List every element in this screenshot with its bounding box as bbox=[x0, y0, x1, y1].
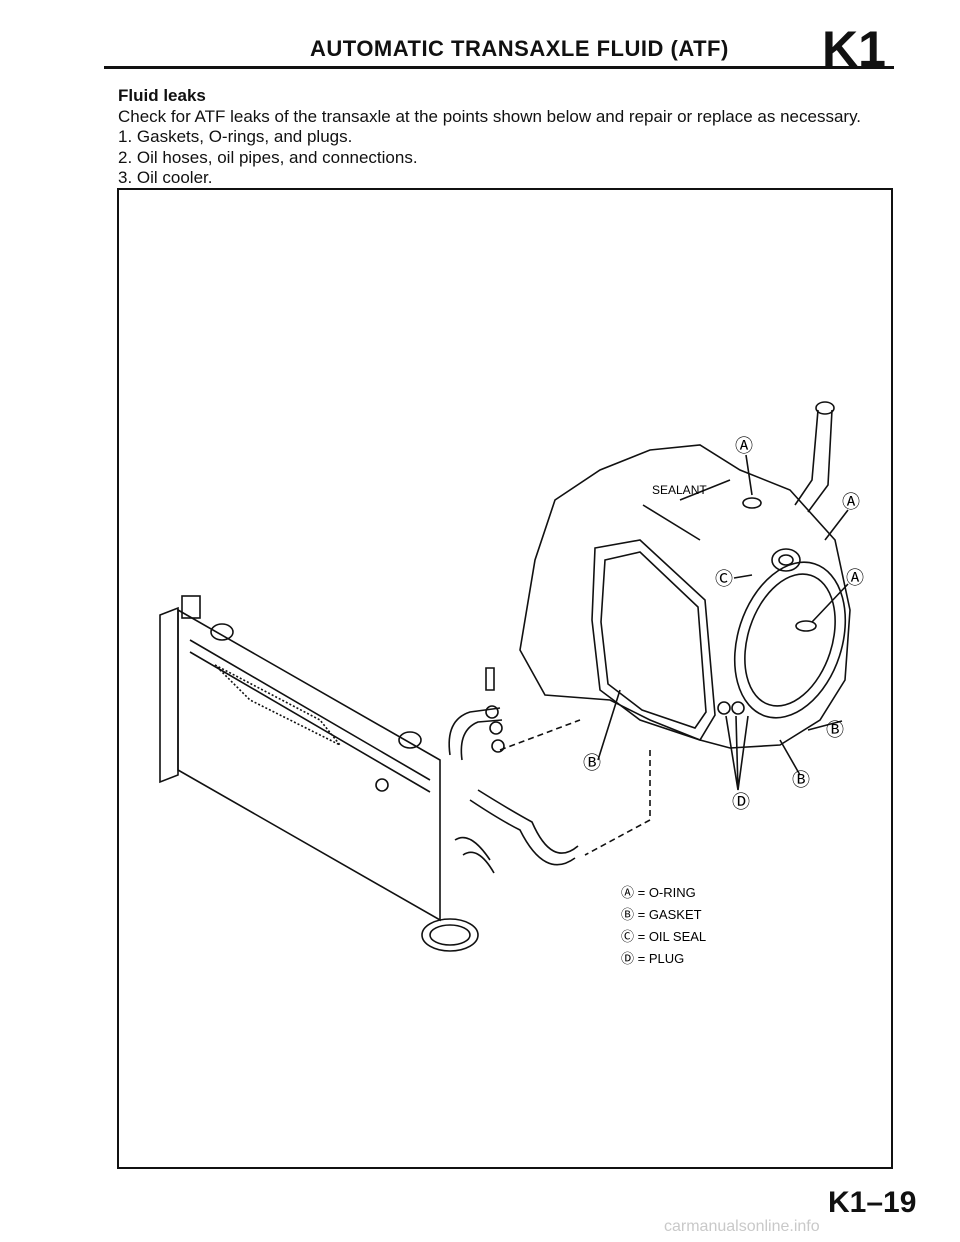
callout-a: Ⓐ bbox=[846, 568, 864, 588]
o-ring bbox=[489, 721, 503, 735]
legend-plug: Ⓓ = PLUG bbox=[621, 951, 684, 966]
filler-tube bbox=[794, 409, 833, 513]
oil-pan-gasket bbox=[591, 539, 716, 741]
o-ring bbox=[485, 705, 499, 719]
figure-frame bbox=[117, 188, 893, 1169]
list-item: 2. Oil hoses, oil pipes, and connections… bbox=[118, 147, 418, 167]
oil-seal bbox=[771, 548, 801, 572]
radiator-tank bbox=[159, 606, 179, 784]
legend-oil-seal: Ⓒ = OIL SEAL bbox=[621, 929, 706, 944]
radiator-outlet bbox=[421, 918, 479, 952]
o-ring bbox=[491, 739, 505, 753]
legend-o-ring: Ⓐ = O-RING bbox=[621, 885, 696, 900]
plug bbox=[731, 701, 745, 715]
callout-a: Ⓐ bbox=[735, 436, 753, 456]
sealant-label: SEALANT bbox=[652, 483, 707, 497]
page-title: AUTOMATIC TRANSAXLE FLUID (ATF) bbox=[310, 36, 729, 61]
list-item: 1. Gaskets, O-rings, and plugs. bbox=[118, 127, 353, 146]
callout-b: Ⓑ bbox=[792, 770, 810, 790]
section-heading: Fluid leaks bbox=[118, 86, 206, 105]
legend-gasket: Ⓑ = GASKET bbox=[621, 907, 702, 922]
oil-pipe bbox=[448, 707, 503, 761]
callout-a: Ⓐ bbox=[842, 492, 860, 512]
header-rule bbox=[104, 66, 894, 69]
oil-hose bbox=[469, 789, 579, 866]
page-number: K1–19 bbox=[828, 1186, 917, 1219]
bell-housing-gasket bbox=[733, 561, 847, 719]
list-item: 3. Oil cooler. bbox=[118, 168, 213, 187]
o-ring bbox=[742, 497, 762, 509]
callout-b: Ⓑ bbox=[583, 753, 601, 773]
plug bbox=[717, 701, 731, 715]
watermark: carmanualsonline.info bbox=[664, 1218, 820, 1235]
callout-b: Ⓑ bbox=[826, 720, 844, 740]
intro-block: Fluid leaks Check for ATF leaks of the t… bbox=[118, 86, 908, 189]
intro-paragraph: Check for ATF leaks of the transaxle at … bbox=[118, 106, 862, 126]
callout-d: Ⓓ bbox=[732, 792, 750, 812]
callout-c: Ⓒ bbox=[715, 569, 733, 589]
